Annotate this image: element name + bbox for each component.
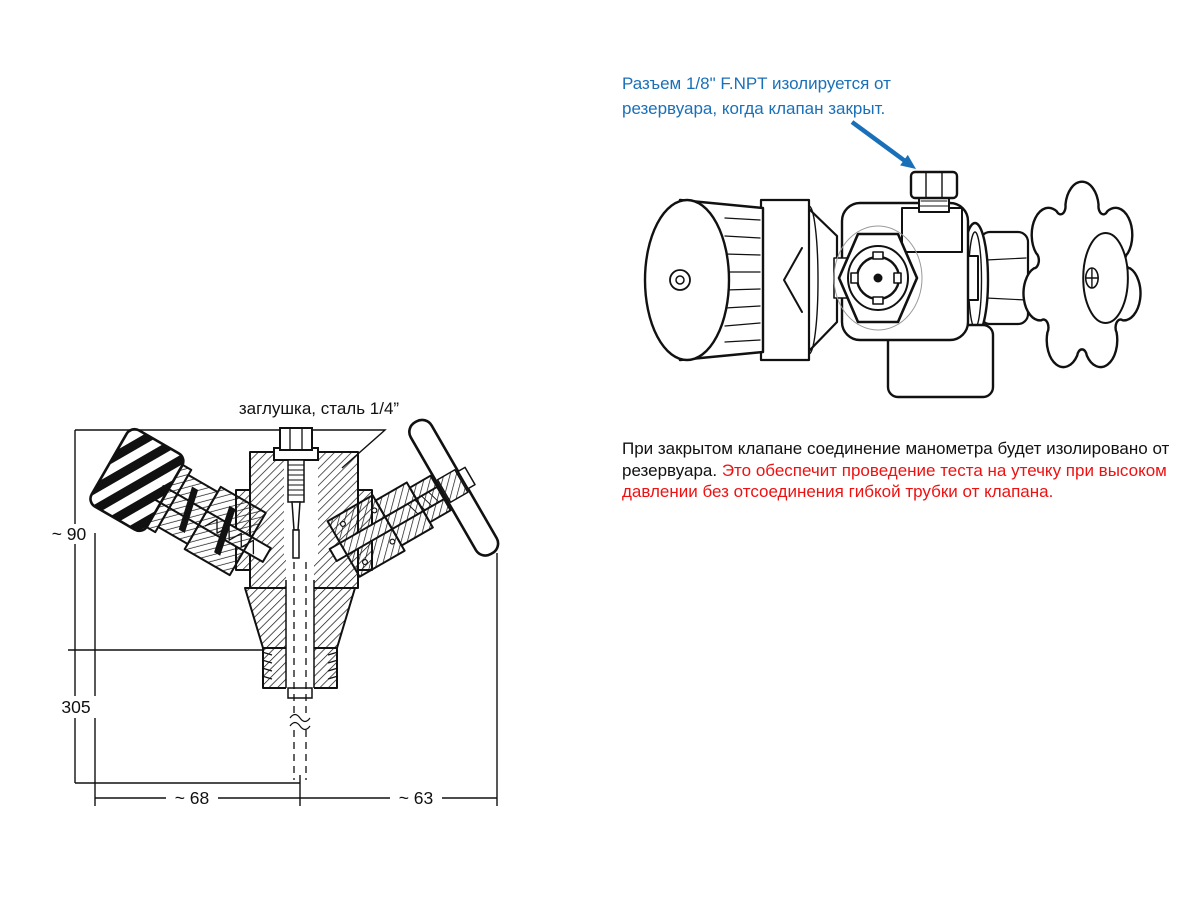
callout-line-2: резервуара, когда клапан закрыт. xyxy=(622,99,886,118)
dimension-lines xyxy=(68,429,498,806)
handwheel xyxy=(1023,182,1140,367)
dim-label-63: ~ 63 xyxy=(399,788,434,808)
valve-illustration xyxy=(643,120,1190,399)
callout-note: Разъем 1/8" F.NPT изолируется от резерву… xyxy=(622,71,891,121)
description-text: При закрытом клапане соединение манометр… xyxy=(622,438,1169,503)
knurled-cap xyxy=(643,198,765,362)
cross-section-drawing: ~ 90 305 ~ 68 ~ 63 заглушка, сталь 1/4” xyxy=(48,399,500,808)
centerline-dashed xyxy=(286,562,314,780)
description-line-2-black: резервуара. xyxy=(622,460,722,480)
dimension-labels: ~ 90 305 ~ 68 ~ 63 заглушка, сталь 1/4” xyxy=(48,399,442,808)
port-hex-cap xyxy=(909,170,959,200)
description-line-3-red: давлении без отсоединения гибкой трубки … xyxy=(622,482,1054,501)
collar-nut xyxy=(759,198,819,362)
stem-threads xyxy=(261,651,339,680)
left-branch-knob xyxy=(89,427,272,577)
knurled-knob xyxy=(89,427,185,533)
dim-label-305: 305 xyxy=(61,697,90,717)
callout-line-1: Разъем 1/8" F.NPT изолируется от xyxy=(622,74,891,93)
callout-arrow-icon xyxy=(850,120,916,169)
center-hex xyxy=(833,225,923,331)
steel-plug xyxy=(273,427,319,559)
handwheel-recess xyxy=(1083,233,1128,323)
dim-label-68: ~ 68 xyxy=(175,788,210,808)
description-line-1: При закрытом клапане соединение манометр… xyxy=(622,439,1170,458)
gauge-port xyxy=(901,170,963,253)
description-line-2-red: Это обеспечит проведение теста на утечку… xyxy=(721,460,1167,480)
dim-label-90: ~ 90 xyxy=(52,524,87,544)
plug-label: заглушка, сталь 1/4” xyxy=(239,399,400,418)
right-branch-handle xyxy=(326,418,500,578)
